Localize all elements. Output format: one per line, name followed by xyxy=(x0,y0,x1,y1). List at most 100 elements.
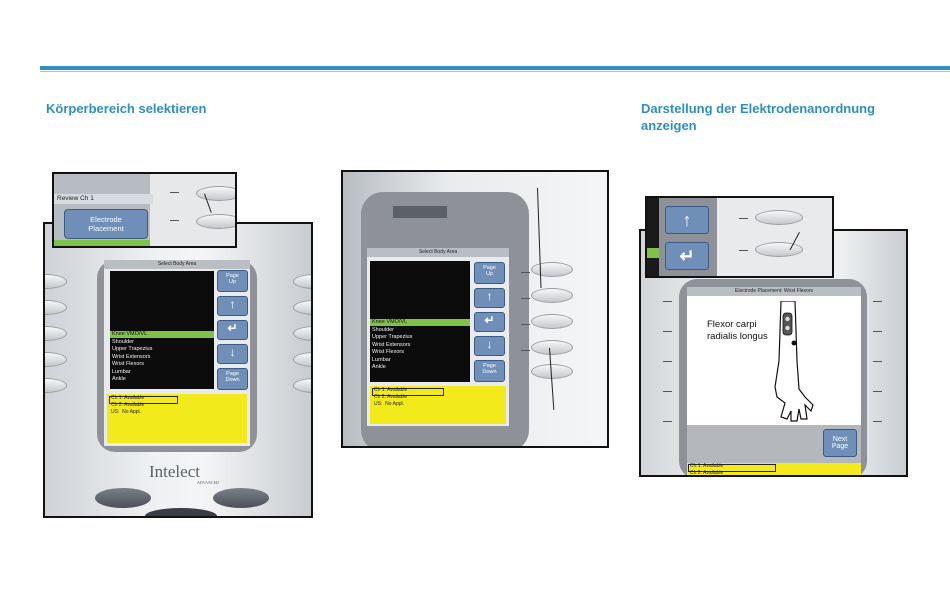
status-panel: Ch 1: Available Ch 2: Available US: No A… xyxy=(370,386,506,424)
inset-header: Review Ch 1 xyxy=(54,194,153,204)
enter-button[interactable]: ↵ xyxy=(474,312,505,332)
side-button[interactable] xyxy=(531,262,573,277)
electrode-dot xyxy=(785,316,790,322)
status-ch1: Ch 1: Available xyxy=(690,463,724,469)
heading-select-body-area: Körperbereich selektieren xyxy=(46,101,207,116)
enter-icon: ↵ xyxy=(679,246,695,266)
electrode-dot xyxy=(785,325,790,331)
header-rule-thin xyxy=(40,71,950,72)
side-button[interactable] xyxy=(755,242,803,257)
list-item[interactable]: Ankle xyxy=(372,364,386,370)
arrow-up-icon: ↑ xyxy=(229,297,236,311)
button-label: Electrode xyxy=(90,215,122,224)
list-item[interactable]: Upper Trapezius xyxy=(372,334,413,340)
list-item[interactable]: Wrist Flexors xyxy=(112,361,144,367)
list-item[interactable]: Shoulder xyxy=(112,338,135,345)
next-page-label: Next xyxy=(832,436,848,443)
page-down-button[interactable]: Page Down xyxy=(217,368,248,390)
status-ch2: Ch 2: Available xyxy=(111,402,145,408)
device-photo-middle: Select Body Area Knee VMO/VL Shoulder Up… xyxy=(341,170,609,448)
menu-hardware-button[interactable] xyxy=(95,488,151,508)
body-area-list: Knee VMO/VL Shoulder Upper Trapezius Wri… xyxy=(110,271,214,389)
list-item[interactable]: Shoulder xyxy=(372,326,395,333)
device-photo-right: Electrode Placement: Wrist Flexors Flexo… xyxy=(639,229,908,477)
inset-review-ch1: Review Ch 1 Electrode Placement xyxy=(52,172,237,248)
list-item[interactable]: Knee VMO/VL xyxy=(110,331,214,339)
arrow-down-icon: ↓ xyxy=(229,345,236,359)
enter-icon: ↵ xyxy=(484,313,495,327)
lcd-screen: Select Body Area Knee VMO/VL Shoulder Up… xyxy=(104,260,250,446)
status-ch1: Ch 1: Available xyxy=(374,387,408,393)
screen-title: Select Body Area xyxy=(104,260,250,269)
page-up-button[interactable]: Page Up xyxy=(474,262,505,284)
side-button[interactable] xyxy=(531,314,573,329)
list-item[interactable]: Knee VMO/VL xyxy=(370,319,470,327)
arrow-up-icon: ↑ xyxy=(486,289,493,303)
page-down-label: Page xyxy=(226,371,239,377)
down-button[interactable]: ↓ xyxy=(217,344,248,364)
down-button[interactable]: ↓ xyxy=(474,336,505,356)
enter-button[interactable]: ↵ xyxy=(217,320,248,340)
body-area-list: Knee VMO/VL Shoulder Upper Trapezius Wri… xyxy=(370,261,470,382)
page-down-button[interactable]: Page Down xyxy=(474,360,505,382)
start-hardware-button[interactable] xyxy=(145,508,217,516)
device-brand-sub: ADVANCED xyxy=(197,480,219,485)
status-us: US: No Appl. xyxy=(111,409,142,415)
list-item[interactable]: Ankle xyxy=(112,376,126,382)
forearm-illustration xyxy=(774,301,814,422)
status-panel: Ch 1: Available Ch 2: Available xyxy=(687,463,861,476)
status-ch2: Ch 2: Available xyxy=(690,470,724,476)
list-item[interactable]: Upper Trapezius xyxy=(112,346,153,352)
next-page-label: Page xyxy=(831,443,849,450)
lcd-screen: Select Body Area Knee VMO/VL Shoulder Up… xyxy=(367,248,509,426)
side-button[interactable] xyxy=(196,214,235,229)
side-button[interactable] xyxy=(531,288,573,303)
page-down-label: Down xyxy=(225,377,240,383)
status-panel: Ch 1: Available Ch 2: Available US: No A… xyxy=(107,394,247,443)
up-button[interactable]: ↑ xyxy=(665,206,709,234)
device-photo-left: Select Body Area Knee VMO/VL Shoulder Up… xyxy=(43,222,313,518)
inset-navigation: ↑ ↵ xyxy=(645,196,834,278)
status-us: US: No Appl. xyxy=(374,401,405,407)
arrow-down-icon: ↓ xyxy=(486,337,493,351)
side-button[interactable] xyxy=(755,210,803,225)
side-button[interactable] xyxy=(531,340,573,355)
status-highlight xyxy=(372,388,444,396)
heading-line-1: Darstellung der Elektrodenanordnung xyxy=(641,101,876,116)
hardware-button[interactable] xyxy=(213,488,269,508)
heading-line-2: anzeigen xyxy=(641,118,697,133)
page-up-label: Up xyxy=(485,271,494,277)
status-highlight xyxy=(688,464,776,472)
screen-title: Select Body Area xyxy=(367,248,509,257)
electrode-placement-button[interactable]: Electrode Placement xyxy=(64,209,148,239)
list-item[interactable]: Lumbar xyxy=(112,368,131,375)
button-bar: Next Page xyxy=(687,425,861,463)
enter-button[interactable]: ↵ xyxy=(665,242,709,270)
page-up-button[interactable]: Page Up xyxy=(217,270,248,292)
page-up-label: Page xyxy=(483,265,496,271)
list-item[interactable]: Wrist Flexors xyxy=(372,349,404,355)
inset-selection-bar xyxy=(54,240,150,246)
page-down-label: Down xyxy=(482,369,497,375)
side-button[interactable] xyxy=(196,186,235,201)
next-page-button[interactable]: Next Page xyxy=(823,429,857,457)
heading-show-electrode-placement: Darstellung der Elektrodenanordnung anze… xyxy=(641,100,875,134)
up-button[interactable]: ↑ xyxy=(474,288,505,308)
header-rule xyxy=(40,66,950,70)
button-label: Placement xyxy=(88,224,124,233)
lcd-screen: Electrode Placement: Wrist Flexors Flexo… xyxy=(687,287,861,476)
list-item[interactable]: Wrist Extensors xyxy=(112,353,151,360)
page-up-label: Up xyxy=(228,279,237,285)
muscle-label-line: radialis longus xyxy=(707,331,768,342)
up-button[interactable]: ↑ xyxy=(217,296,248,316)
list-item[interactable]: Lumbar xyxy=(372,356,391,363)
list-item[interactable]: Wrist Extensors xyxy=(372,341,411,348)
page-down-label: Page xyxy=(483,363,496,369)
arrow-up-icon: ↑ xyxy=(682,210,692,230)
device-brand: Intelect xyxy=(149,462,200,481)
screen-title: Electrode Placement: Wrist Flexors xyxy=(687,287,861,296)
status-highlight xyxy=(109,396,178,404)
enter-icon: ↵ xyxy=(227,321,238,335)
status-ch2: Ch 2: Available xyxy=(374,394,408,400)
electrode-1 xyxy=(782,312,793,336)
